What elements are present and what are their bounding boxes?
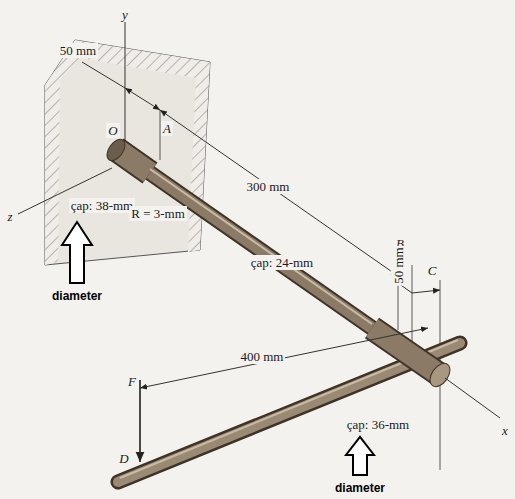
- dimension: 50 mm: [390, 245, 405, 285]
- radius-note: R = 3-mm: [129, 206, 187, 221]
- annotation: diameter: [50, 289, 104, 303]
- dimension: 400 mm: [239, 349, 286, 364]
- point-label: O: [106, 123, 119, 138]
- dimension: 300 mm: [245, 179, 292, 194]
- axis-label: z: [5, 209, 14, 224]
- point-label: D: [117, 451, 130, 466]
- diameter-note: çap: 38-mm: [69, 198, 135, 213]
- dimension: 50 mm: [58, 43, 98, 58]
- point-label: C: [426, 263, 439, 278]
- annotation: diameter: [333, 481, 387, 495]
- diameter-note: çap: 36-mm: [345, 417, 411, 432]
- point-label: A: [161, 121, 173, 136]
- axis-label: y: [120, 7, 130, 22]
- diameter-note: çap: 24-mm: [249, 255, 315, 270]
- force-label: F: [126, 374, 138, 389]
- axis-label: x: [500, 423, 510, 438]
